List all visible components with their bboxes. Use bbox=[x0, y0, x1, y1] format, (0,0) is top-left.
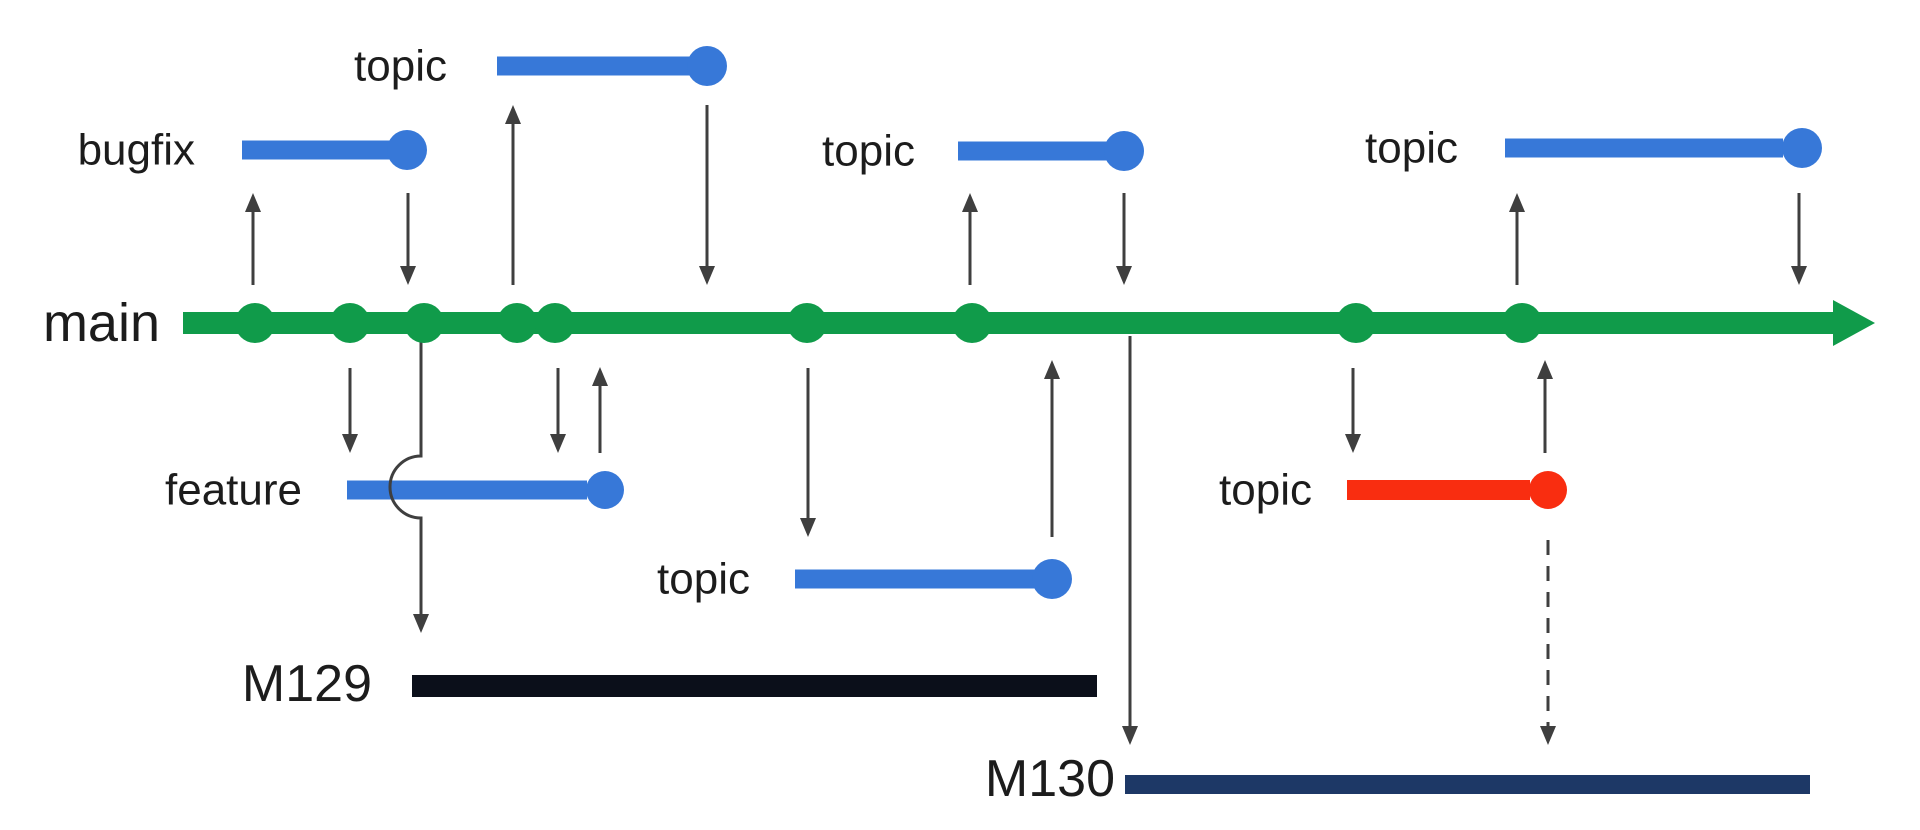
milestone-drop-line-m129 bbox=[388, 336, 423, 618]
feature-update-from-main-arrow-head bbox=[550, 434, 566, 453]
branch-label-topic-abandoned: topic bbox=[1219, 466, 1312, 515]
bugfix-merge-arrow bbox=[400, 193, 416, 285]
topic-abandoned-merge-arrow-head bbox=[1537, 360, 1553, 379]
commit-dot bbox=[1336, 303, 1376, 343]
topic-right-branch-off-arrow-head bbox=[1509, 193, 1525, 212]
milestone-drop-arrow-m129 bbox=[388, 336, 429, 633]
feature-merge-arrow bbox=[592, 367, 608, 453]
commit-dot bbox=[535, 303, 575, 343]
milestone-bar-m130 bbox=[1125, 775, 1810, 794]
topic-top-merge-arrow-head bbox=[699, 266, 715, 285]
topic-lower-merge-arrow-head bbox=[1044, 360, 1060, 379]
topic-top-branch-off-arrow-head bbox=[505, 105, 521, 124]
feature-branch-off-arrow bbox=[342, 368, 358, 453]
commit-dot bbox=[497, 303, 537, 343]
milestone-drop-arrow-m130 bbox=[1122, 336, 1138, 745]
topic-top-branch-off-arrow bbox=[505, 105, 521, 285]
branch-label-bugfix: bugfix bbox=[78, 126, 195, 175]
feature-merge-arrow-head bbox=[592, 367, 608, 386]
commit-dot bbox=[330, 303, 370, 343]
branch-tip-topic-mid bbox=[1104, 131, 1144, 171]
topic-mid-branch-off-arrow-head bbox=[962, 193, 978, 212]
branch-bar-topic-abandoned bbox=[1347, 480, 1530, 500]
branch-bar-topic-lower bbox=[795, 569, 1038, 589]
branch-bar-topic-right bbox=[1505, 138, 1783, 158]
topic-lower-branch-off-arrow bbox=[800, 368, 816, 537]
branch-tip-feature bbox=[586, 471, 624, 509]
branch-tip-bugfix bbox=[387, 130, 427, 170]
branch-bar-topic-mid bbox=[958, 141, 1107, 161]
branch-label-topic-mid: topic bbox=[822, 127, 915, 176]
milestone-drop-head-m129 bbox=[413, 614, 429, 633]
milestone-drop-arrow-m130-head bbox=[1122, 726, 1138, 745]
topic-top-merge-arrow bbox=[699, 105, 715, 285]
topic-right-merge-arrow-head bbox=[1791, 266, 1807, 285]
milestone-dashed-arrow-m130-head bbox=[1540, 726, 1556, 745]
milestone-dashed-arrow-m130 bbox=[1540, 540, 1556, 745]
branch-bar-topic-top bbox=[497, 56, 693, 76]
milestone-label-m130: M130 bbox=[985, 750, 1115, 808]
feature-update-from-main-arrow bbox=[550, 368, 566, 453]
milestone-bar-m129 bbox=[412, 675, 1097, 697]
topic-lower-merge-arrow bbox=[1044, 360, 1060, 537]
branch-tip-topic-right bbox=[1782, 128, 1822, 168]
topic-mid-merge-arrow bbox=[1116, 193, 1132, 285]
topic-abandoned-branch-off-arrow-head bbox=[1345, 434, 1361, 453]
commit-dot bbox=[952, 303, 992, 343]
branch-label-topic-top: topic bbox=[354, 42, 447, 91]
bugfix-merge-arrow-head bbox=[400, 266, 416, 285]
branch-label-topic-right: topic bbox=[1365, 124, 1458, 173]
branch-tip-topic-top bbox=[687, 46, 727, 86]
bugfix-branch-off-arrow-head bbox=[245, 193, 261, 212]
topic-mid-branch-off-arrow bbox=[962, 193, 978, 285]
topic-right-merge-arrow bbox=[1791, 193, 1807, 285]
bugfix-branch-off-arrow bbox=[245, 193, 261, 285]
topic-mid-merge-arrow-head bbox=[1116, 266, 1132, 285]
branch-label-topic-lower: topic bbox=[657, 555, 750, 604]
topic-abandoned-branch-off-arrow bbox=[1345, 368, 1361, 453]
branch-tip-topic-lower bbox=[1032, 559, 1072, 599]
branch-tip-topic-abandoned bbox=[1529, 471, 1567, 509]
milestone-label-m129: M129 bbox=[242, 655, 372, 713]
feature-branch-off-arrow-head bbox=[342, 434, 358, 453]
main-branch-label: main bbox=[43, 293, 160, 353]
commit-dot bbox=[1502, 303, 1542, 343]
topic-abandoned-merge-arrow bbox=[1537, 360, 1553, 453]
branch-bar-bugfix bbox=[242, 140, 393, 160]
branch-bar-feature bbox=[347, 480, 587, 500]
topic-lower-branch-off-arrow-head bbox=[800, 518, 816, 537]
commit-dot bbox=[787, 303, 827, 343]
topic-right-branch-off-arrow bbox=[1509, 193, 1525, 285]
commit-dot bbox=[404, 303, 444, 343]
commit-dot bbox=[235, 303, 275, 343]
branch-label-feature: feature bbox=[165, 466, 302, 515]
main-branch-arrowhead bbox=[1833, 300, 1875, 346]
